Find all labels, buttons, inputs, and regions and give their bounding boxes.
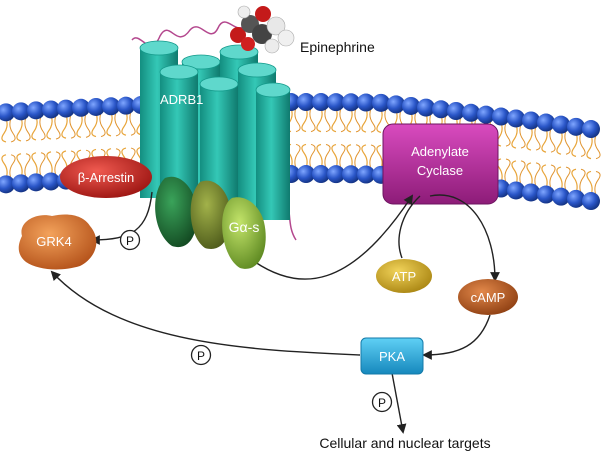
camp-label: cAMP xyxy=(471,290,506,305)
svg-text:P: P xyxy=(126,234,134,248)
pathway-arrows xyxy=(50,191,500,434)
grk4-label: GRK4 xyxy=(36,234,71,249)
epinephrine-molecule xyxy=(230,5,295,54)
arrestin-to-grk4-arrow xyxy=(90,191,153,245)
arrestin-label: β-Arrestin xyxy=(78,170,135,185)
pka-kinase: PKA xyxy=(360,337,424,375)
camp-molecule: cAMP xyxy=(458,279,518,315)
adenylate-label-line1: Adenylate xyxy=(411,144,469,159)
galpha-label: Gα-s xyxy=(229,219,260,235)
galpha-to-ac-arrow xyxy=(254,194,414,280)
receptor-label: ADRB1 xyxy=(160,92,203,107)
pka-label: PKA xyxy=(379,349,405,364)
camp-to-pka-arrow xyxy=(422,314,491,360)
ac-to-atp-line xyxy=(398,195,421,259)
epinephrine-label: Epinephrine xyxy=(300,39,375,55)
phospho-marker-grk4: P xyxy=(119,229,141,251)
pka-to-targets-arrow xyxy=(391,372,407,434)
targets-label: Cellular and nuclear targets xyxy=(319,435,490,451)
atp-label: ATP xyxy=(392,269,416,284)
adenylate-label-line2: Cyclase xyxy=(417,163,463,178)
phospho-marker-pka-left: P xyxy=(190,344,212,366)
phospho-marker-pka-down: P xyxy=(371,391,393,413)
atp-molecule: ATP xyxy=(376,259,432,293)
ac-to-camp-arrow xyxy=(429,194,500,282)
pka-to-grk4-arrow xyxy=(50,270,361,356)
g-alpha-s-complex: Gα-s xyxy=(155,176,266,269)
adenylate-cyclase: Adenylate Cyclase xyxy=(382,123,499,205)
beta-arrestin: β-Arrestin xyxy=(60,156,152,198)
grk4-kinase: GRK4 xyxy=(18,214,97,270)
svg-text:P: P xyxy=(378,396,386,410)
svg-text:P: P xyxy=(197,349,205,363)
